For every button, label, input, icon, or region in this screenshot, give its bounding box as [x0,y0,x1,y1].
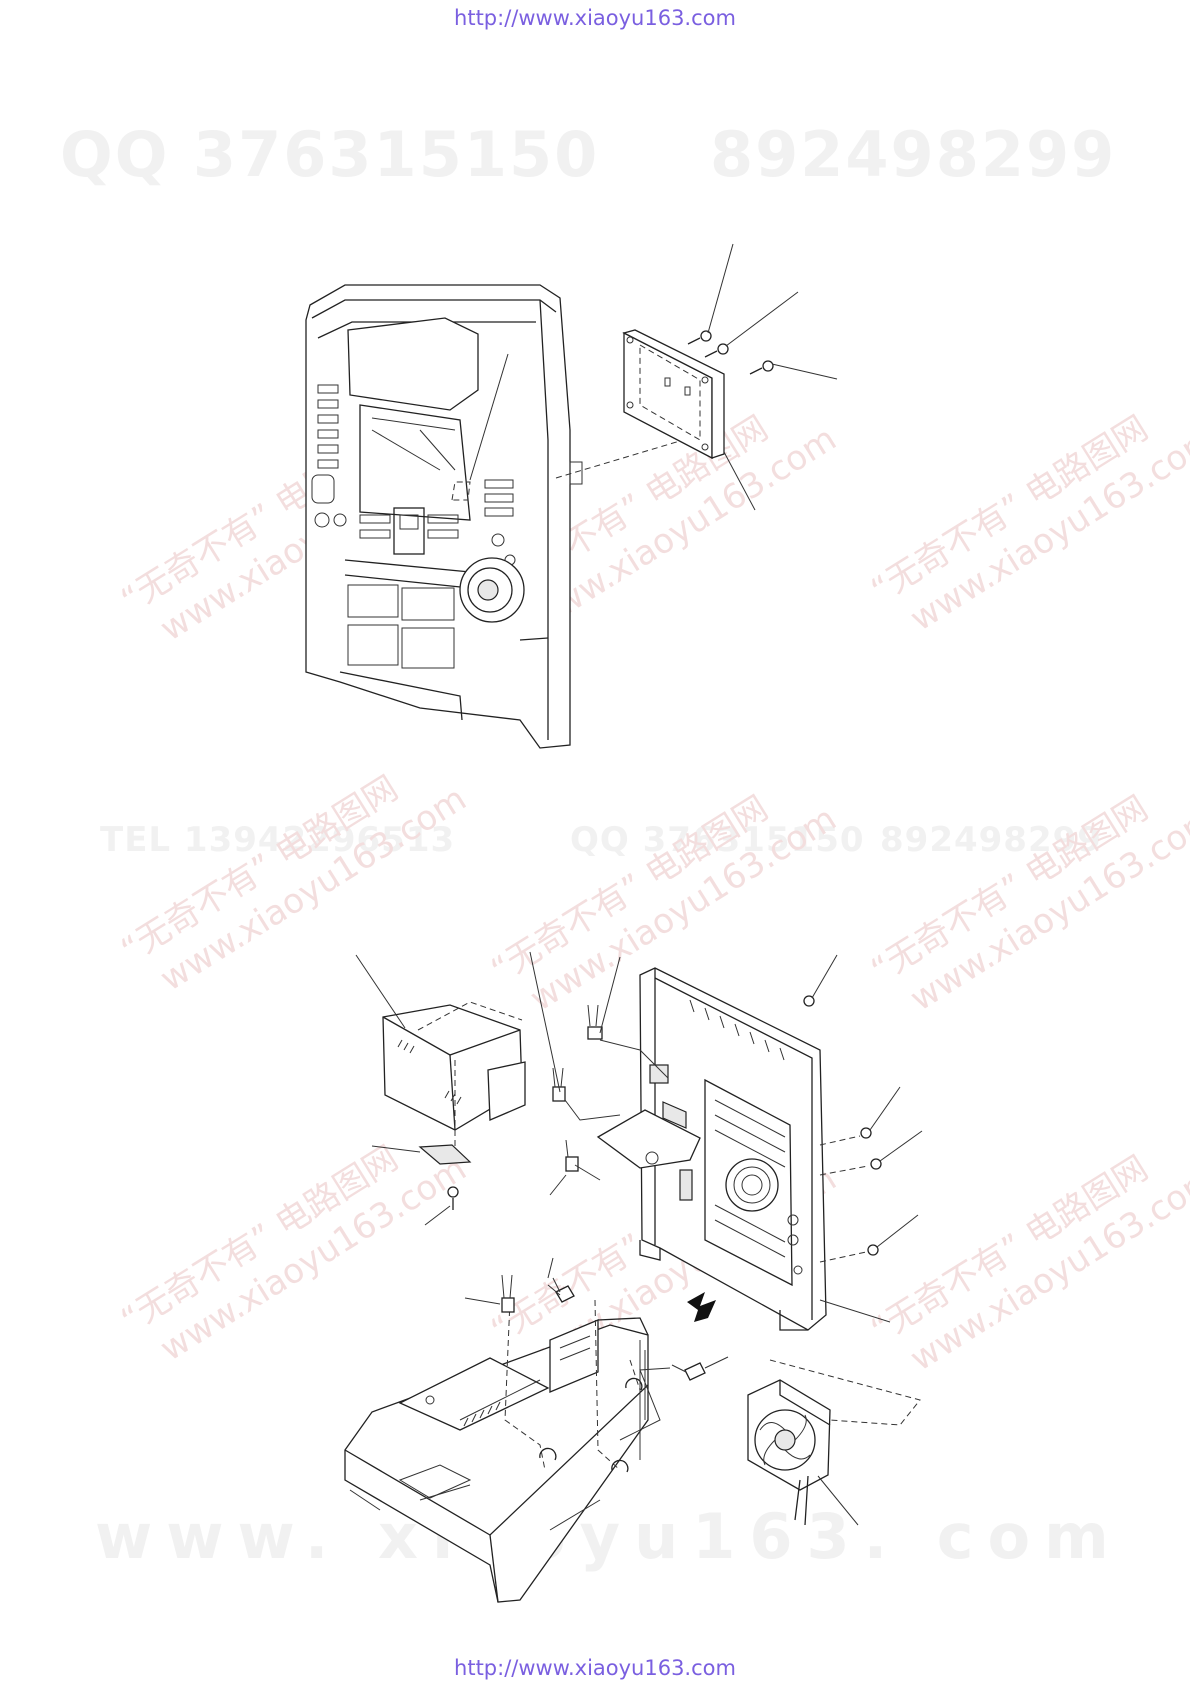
watermark-qq-top: QQ 376315150 [60,118,600,191]
watermark-qq-mid-2: 892498299 [880,820,1102,860]
front-panel-assembly [305,284,701,749]
connectors [529,951,669,1196]
watermark-tel-mid: TEL 13942296513 [100,820,456,860]
cooling-fan [747,1359,921,1526]
rear-panel [596,954,923,1331]
small-pcb-assembly [622,243,838,511]
watermark-www-bottom: www. xiaoyu163. com [95,1500,1123,1573]
watermark-qq-mid: QQ 376315150 [570,820,865,860]
transformer-cover [355,954,526,1148]
insulator-sheet [371,1144,472,1226]
header-url-link[interactable]: http://www.xiaoyu163.com [454,6,736,30]
watermark-qq-top-2: 892498299 [710,118,1117,191]
main-chassis [344,1257,729,1603]
direction-arrow [687,1292,716,1322]
footer-url-link[interactable]: http://www.xiaoyu163.com [454,1656,736,1680]
